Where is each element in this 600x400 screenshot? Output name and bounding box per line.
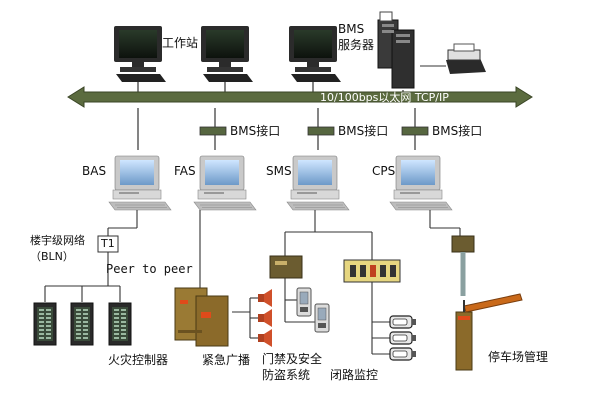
label-bms-interface-3: BMS接口	[432, 124, 483, 138]
label-sms: SMS	[266, 164, 292, 178]
label-bln-2: （BLN）	[30, 250, 74, 263]
barrier-gate-icon	[455, 293, 523, 371]
cabinet-icon	[174, 287, 229, 347]
sms-branch	[284, 210, 390, 355]
controller-panel-icon	[70, 302, 94, 346]
server-tower-icon	[377, 11, 415, 89]
camera-icon	[389, 331, 417, 345]
terminal-icon	[389, 155, 453, 211]
label-bms-server-2: 服务器	[338, 38, 375, 52]
controller-panel-icon	[33, 302, 57, 346]
cctv-controller-icon	[343, 259, 401, 283]
terminal-sms	[286, 155, 350, 211]
label-bln-1: 楼宇级网络	[30, 234, 85, 247]
label-bms-server-1: BMS	[338, 22, 365, 36]
access-controller-icon	[269, 255, 303, 279]
bms-server-console	[289, 26, 341, 82]
workstation-1	[114, 26, 166, 82]
interface-block-icon	[199, 126, 429, 136]
card-reader-icon	[296, 287, 312, 317]
parking-controller-icon	[451, 235, 475, 253]
label-access-2: 防盗系统	[262, 368, 311, 382]
terminal-icon	[286, 155, 350, 211]
label-fas: FAS	[174, 164, 196, 178]
fire-controller-1	[33, 302, 57, 346]
camera-1	[389, 315, 417, 329]
fire-controller-2	[70, 302, 94, 346]
camera-icon	[389, 347, 417, 361]
speaker-3	[258, 329, 272, 347]
controller-panel-icon	[108, 302, 132, 346]
card-reader-icon	[314, 303, 330, 333]
speaker-1	[258, 289, 272, 307]
label-peer: Peer to peer	[106, 262, 193, 276]
label-bms-interface-1: BMS接口	[230, 124, 281, 138]
fas-branch	[199, 210, 258, 339]
speaker-icon	[258, 309, 272, 327]
terminal-cps	[389, 155, 453, 211]
card-reader-2	[314, 303, 330, 333]
camera-3	[389, 347, 417, 361]
camera-2	[389, 331, 417, 345]
label-access-1: 门禁及安全	[262, 352, 323, 366]
label-cctv: 闭路监控	[330, 368, 379, 382]
keyboard-icon	[203, 74, 253, 82]
label-t1: T1	[101, 237, 115, 250]
card-reader-1	[296, 287, 312, 317]
label-bms-interface-2: BMS接口	[338, 124, 389, 138]
label-emergency-broadcast: 紧急广播	[202, 353, 251, 367]
workstation-2	[201, 26, 253, 82]
keyboard-icon	[116, 74, 166, 82]
label-bas: BAS	[82, 164, 107, 178]
camera-icon	[389, 315, 417, 329]
printer-icon	[420, 43, 486, 74]
fire-controller-3	[108, 302, 132, 346]
monitor-icon	[114, 26, 162, 72]
speaker-icon	[258, 329, 272, 347]
monitor-icon	[201, 26, 249, 72]
speaker-2	[258, 309, 272, 327]
terminal-icon	[193, 155, 257, 211]
ethernet-backbone	[67, 86, 533, 108]
terminal-bas	[108, 155, 172, 211]
keyboard-icon	[291, 74, 341, 82]
label-workstation: 工作站	[162, 36, 199, 50]
speaker-icon	[258, 289, 272, 307]
label-parking: 停车场管理	[488, 350, 549, 364]
label-fire-controller: 火灾控制器	[108, 353, 169, 367]
t1-box	[97, 235, 119, 253]
label-network: 10/100bps以太网 TCP/IP	[320, 91, 449, 104]
label-cps: CPS	[372, 164, 396, 178]
terminal-fas	[193, 155, 257, 211]
bas-branch	[44, 210, 138, 302]
terminal-icon	[108, 155, 172, 211]
monitor-icon	[289, 26, 337, 72]
cps-branch	[429, 210, 461, 236]
